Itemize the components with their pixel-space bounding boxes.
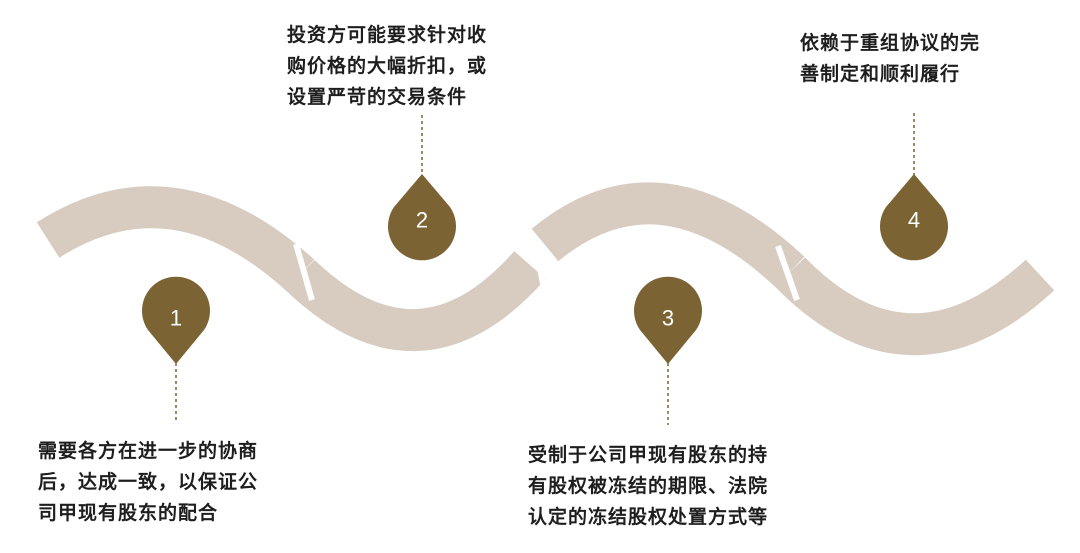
step-marker-2: 2 [388, 174, 456, 261]
wave-segment-3 [531, 182, 805, 288]
step-1-line: 后，达成一致，以保证公 [38, 471, 259, 493]
step-description-3: 受制于公司甲现有股东的持 有股权被冻结的期限、法院 认定的冻结股权处置方式等 [528, 440, 768, 533]
step-2-line: 购价格的大幅折扣，或 [287, 55, 488, 77]
wave-segment-1 [36, 186, 315, 291]
step-marker-3: 3 [634, 276, 703, 364]
step-marker-1: 1 [142, 276, 211, 364]
step-description-4: 依赖于重组协议的完 善制定和顺利履行 [800, 28, 980, 90]
step-3-line: 受制于公司甲现有股东的持 [528, 444, 769, 466]
step-number-3: 3 [662, 306, 674, 331]
wave-separator [775, 245, 800, 301]
step-number-4: 4 [908, 208, 920, 233]
step-4-line: 依赖于重组协议的完 [800, 32, 981, 54]
step-number-2: 2 [416, 208, 428, 233]
step-marker-4: 4 [880, 174, 949, 261]
wave-segment-4 [774, 257, 1055, 356]
step-3-line: 认定的冻结股权处置方式等 [528, 506, 769, 528]
wave-separator [532, 239, 548, 296]
wave-segment-2 [285, 250, 546, 351]
step-3-line: 有股权被冻结的期限、法院 [528, 475, 769, 497]
step-2-line: 设置严苛的交易条件 [287, 86, 468, 108]
step-description-1: 需要各方在进一步的协商 后，达成一致，以保证公 司甲现有股东的配合 [38, 436, 258, 529]
step-description-2: 投资方可能要求针对收 购价格的大幅折扣，或 设置严苛的交易条件 [287, 20, 487, 113]
step-2-line: 投资方可能要求针对收 [287, 24, 488, 46]
step-4-line: 善制定和顺利履行 [800, 63, 961, 85]
wave-separator [293, 243, 315, 301]
step-1-line: 司甲现有股东的配合 [38, 502, 219, 524]
step-number-1: 1 [170, 306, 182, 331]
step-1-line: 需要各方在进一步的协商 [38, 440, 259, 462]
